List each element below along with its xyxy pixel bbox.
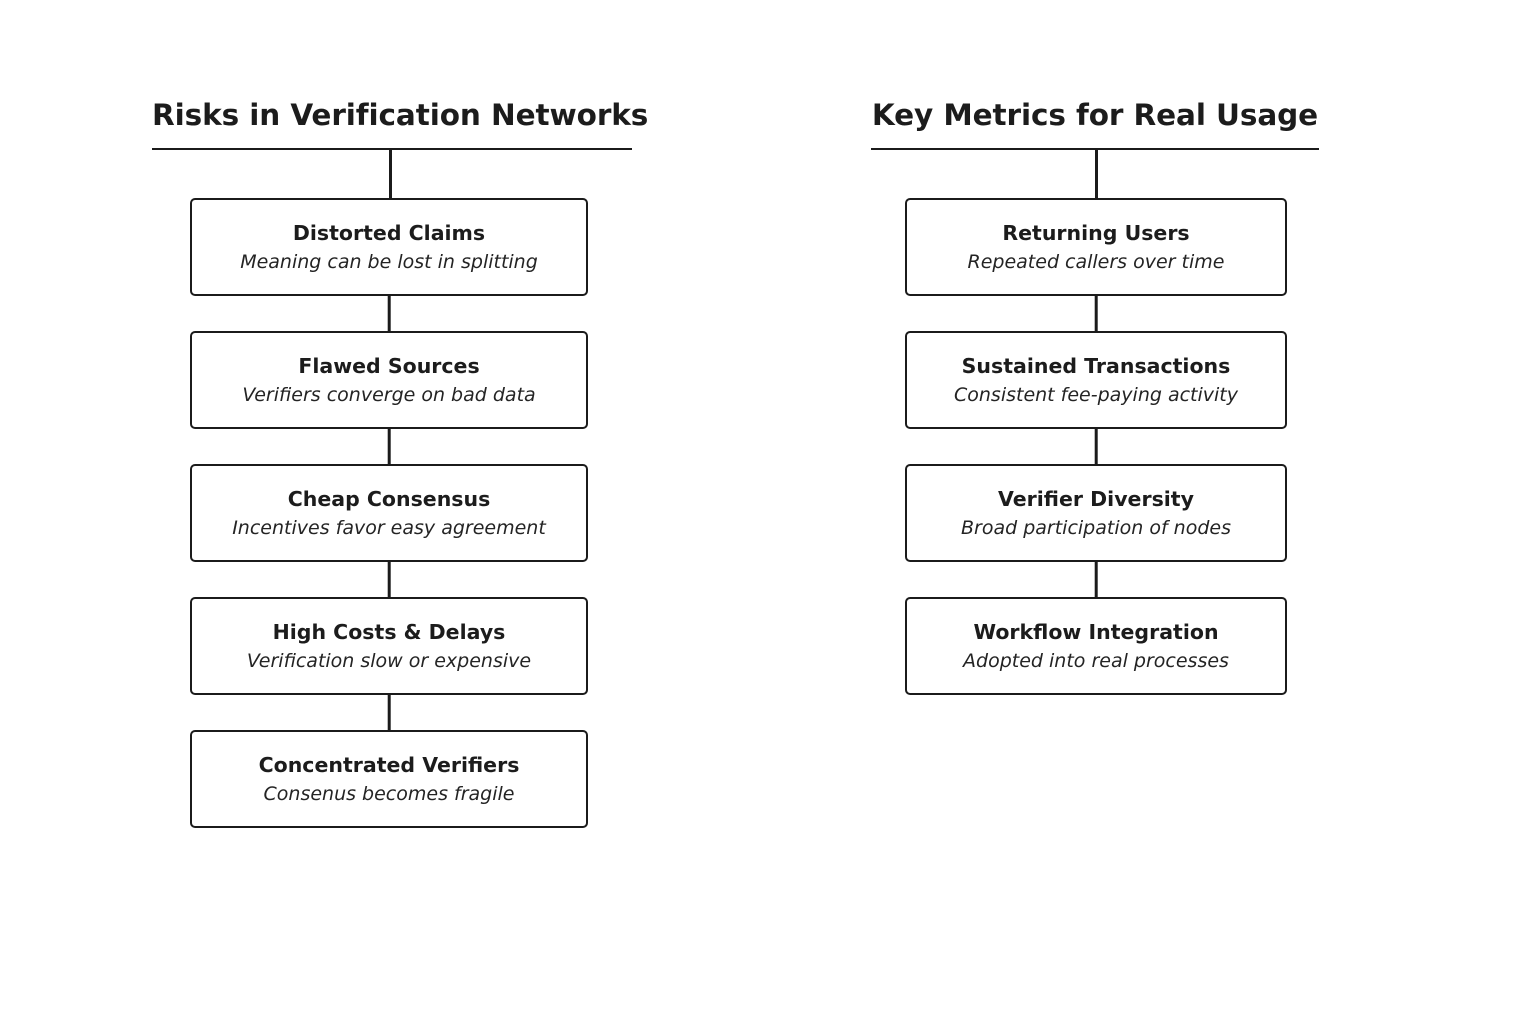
node-title: Sustained Transactions xyxy=(961,353,1231,378)
node-title: High Costs & Delays xyxy=(272,619,506,644)
connector-between-nodes xyxy=(1094,560,1098,599)
connector-between-nodes xyxy=(387,427,391,466)
node-title: Cheap Consensus xyxy=(287,486,491,511)
node-title: Verifier Diversity xyxy=(998,486,1194,511)
column-title-risks: Risks in Verification Networks xyxy=(152,98,649,132)
connector-header-to-node xyxy=(389,148,392,200)
node-wrapper: High Costs & Delays Verification slow or… xyxy=(190,597,588,732)
node-returning-users[interactable]: Returning Users Repeated callers over ti… xyxy=(905,198,1287,296)
connector-between-nodes xyxy=(1094,294,1098,333)
node-description: Verification slow or expensive xyxy=(246,649,532,672)
column-header-risks: Risks in Verification Networks xyxy=(152,96,649,134)
node-title: Flawed Sources xyxy=(298,353,480,378)
node-title: Returning Users xyxy=(1002,220,1190,245)
connector-between-nodes xyxy=(387,693,391,732)
node-description: Adopted into real processes xyxy=(963,649,1229,672)
connector-between-nodes xyxy=(387,294,391,333)
node-cheap-consensus[interactable]: Cheap Consensus Incentives favor easy ag… xyxy=(190,464,588,562)
node-wrapper: Cheap Consensus Incentives favor easy ag… xyxy=(190,464,588,599)
column-title-metrics: Key Metrics for Real Usage xyxy=(871,98,1319,132)
node-flawed-sources[interactable]: Flawed Sources Verifiers converge on bad… xyxy=(190,331,588,429)
node-description: Broad participation of nodes xyxy=(961,516,1231,539)
node-wrapper: Flawed Sources Verifiers converge on bad… xyxy=(190,331,588,466)
node-description: Verifiers converge on bad data xyxy=(242,383,536,406)
node-description: Repeated callers over time xyxy=(967,250,1225,273)
node-workflow-integration[interactable]: Workflow Integration Adopted into real p… xyxy=(905,597,1287,695)
node-title: Distorted Claims xyxy=(292,220,486,245)
node-concentrated-verifiers[interactable]: Concentrated Verifiers Consenus becomes … xyxy=(190,730,588,828)
node-wrapper: Concentrated Verifiers Consenus becomes … xyxy=(190,730,588,828)
node-verifier-diversity[interactable]: Verifier Diversity Broad participation o… xyxy=(905,464,1287,562)
node-stack-metrics: Returning Users Repeated callers over ti… xyxy=(905,198,1287,695)
node-high-costs-and-delays[interactable]: High Costs & Delays Verification slow or… xyxy=(190,597,588,695)
node-wrapper: Distorted Claims Meaning can be lost in … xyxy=(190,198,588,333)
node-description: Incentives favor easy agreement xyxy=(232,516,546,539)
node-title: Workflow Integration xyxy=(973,619,1219,644)
node-wrapper: Returning Users Repeated callers over ti… xyxy=(905,198,1287,333)
node-description: Consistent fee-paying activity xyxy=(953,383,1238,406)
connector-between-nodes xyxy=(1094,427,1098,466)
column-header-metrics: Key Metrics for Real Usage xyxy=(871,96,1319,134)
node-title: Concentrated Verifiers xyxy=(258,752,520,777)
node-description: Meaning can be lost in splitting xyxy=(240,250,538,273)
node-wrapper: Verifier Diversity Broad participation o… xyxy=(905,464,1287,599)
node-description: Consenus becomes fragile xyxy=(263,782,515,805)
node-sustained-transactions[interactable]: Sustained Transactions Consistent fee-pa… xyxy=(905,331,1287,429)
connector-between-nodes xyxy=(387,560,391,599)
node-wrapper: Workflow Integration Adopted into real p… xyxy=(905,597,1287,695)
connector-header-to-node xyxy=(1095,148,1098,200)
node-distorted-claims[interactable]: Distorted Claims Meaning can be lost in … xyxy=(190,198,588,296)
node-stack-risks: Distorted Claims Meaning can be lost in … xyxy=(190,198,588,828)
node-wrapper: Sustained Transactions Consistent fee-pa… xyxy=(905,331,1287,466)
column-divider-risks xyxy=(152,148,632,150)
